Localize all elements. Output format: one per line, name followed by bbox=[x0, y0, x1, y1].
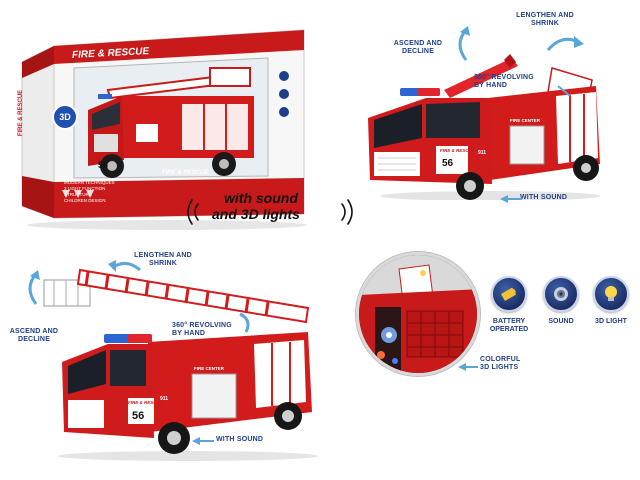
box-bullet: STRUCTURE bbox=[64, 192, 92, 197]
label-text: 3D LIGHTS bbox=[480, 364, 519, 371]
feature-label: BATTERY bbox=[492, 318, 526, 325]
curved-arrow-icon bbox=[458, 26, 470, 61]
label-text: LENGTHEN AND bbox=[516, 12, 574, 19]
feature-label: SOUND bbox=[548, 318, 574, 325]
sound-icon bbox=[543, 276, 579, 312]
truck-door-logo: FIRE & RESCUE bbox=[128, 400, 163, 405]
light-closeup-photo bbox=[356, 252, 480, 376]
box-bullet: CHILDREN DESIGN bbox=[64, 198, 106, 203]
label-text: BY HAND bbox=[172, 330, 206, 337]
pointer-arrow-icon bbox=[192, 437, 214, 445]
label-text: SHRINK bbox=[148, 260, 178, 267]
label-text: DECLINE bbox=[401, 48, 435, 55]
label-with-sound-bottom: WITH SOUND bbox=[216, 436, 276, 444]
label-ascend-decline-top: ASCEND AND DECLINE bbox=[388, 40, 448, 56]
label-text: BY HAND bbox=[474, 82, 508, 89]
pointer-arrow-icon bbox=[500, 195, 522, 203]
label-lengthen-shrink-top: LENGTHEN AND SHRINK bbox=[510, 12, 580, 28]
feature-label: OPERATED bbox=[489, 326, 529, 333]
feature-3d-light: 3D LIGHT bbox=[586, 276, 636, 326]
label-text: 360° REVOLVING bbox=[474, 74, 534, 81]
truck-photo-top-right: 56 FIRE & RESCUE FIRE CENTER 911 bbox=[360, 40, 610, 201]
label-text: SHRINK bbox=[530, 20, 560, 27]
box-bullet-list: MODERN TECHNIQUES 3 LIGHT FUNCTION STRUC… bbox=[64, 180, 115, 204]
label-ascend-decline-bottom: ASCEND AND DECLINE bbox=[4, 328, 64, 344]
feature-battery: BATTERY OPERATED bbox=[484, 276, 534, 334]
light-bulb-icon bbox=[593, 276, 629, 312]
tagline-line-1: with sound bbox=[224, 190, 298, 206]
pointer-arrow-icon bbox=[458, 363, 478, 371]
battery-icon bbox=[491, 276, 527, 312]
box-bullet: MODERN TECHNIQUES bbox=[64, 180, 115, 185]
curved-arrow-icon bbox=[28, 270, 40, 305]
label-lengthen-shrink-bottom: LENGTHEN AND SHRINK bbox=[128, 252, 198, 268]
truck-door-logo: FIRE & RESCUE bbox=[440, 148, 475, 153]
truck-number: 56 bbox=[132, 410, 145, 422]
label-with-sound-top: WITH SOUND bbox=[520, 194, 580, 202]
feature-sound: SOUND bbox=[536, 276, 586, 326]
label-text: ASCEND AND bbox=[9, 328, 59, 335]
box-door-logo: FIRE & RESCUE bbox=[162, 170, 209, 176]
label-text: ASCEND AND bbox=[393, 40, 443, 47]
label-text: DECLINE bbox=[17, 336, 51, 343]
label-text: WITH SOUND bbox=[216, 436, 264, 443]
feature-label: 3D LIGHT bbox=[595, 318, 627, 325]
truck-small-number: 911 bbox=[160, 396, 169, 402]
label-revolving-bottom: 360° REVOLVING BY HAND bbox=[172, 322, 246, 338]
label-text: LENGTHEN AND bbox=[134, 252, 192, 259]
truck-panel-text: FIRE CENTER bbox=[510, 118, 541, 123]
box-bullet: 3 LIGHT FUNCTION bbox=[64, 186, 106, 191]
curved-arrow-icon bbox=[108, 260, 141, 272]
truck-small-number: 911 bbox=[478, 150, 487, 156]
truck-photo-bottom-left: 56 FIRE & RESCUE FIRE CENTER 911 bbox=[28, 262, 328, 462]
pointer-arrow-icon bbox=[557, 85, 571, 97]
truck-panel-text: FIRE CENTER bbox=[194, 366, 225, 371]
label-text: COLORFUL bbox=[480, 356, 521, 363]
box-number: 56 bbox=[98, 160, 109, 170]
product-box-photo: 3D FIRE & RESCUE FIRE & RESCUE FIRE & RE… bbox=[12, 20, 312, 230]
tagline-line-2: and 3D lights bbox=[212, 206, 300, 222]
label-revolving-top: 360° REVOLVING BY HAND bbox=[474, 74, 548, 90]
truck-number: 56 bbox=[442, 158, 454, 169]
curved-arrow-icon bbox=[546, 36, 584, 52]
label-text: WITH SOUND bbox=[520, 194, 568, 201]
curved-arrow-icon bbox=[239, 312, 250, 333]
box-side-text: FIRE & RESCUE bbox=[18, 89, 25, 137]
tagline: with sound and 3D lights bbox=[184, 190, 356, 234]
3d-badge: 3D bbox=[52, 104, 78, 130]
label-colorful-lights: COLORFUL 3D LIGHTS bbox=[480, 356, 538, 372]
label-text: 360° REVOLVING bbox=[172, 322, 232, 329]
